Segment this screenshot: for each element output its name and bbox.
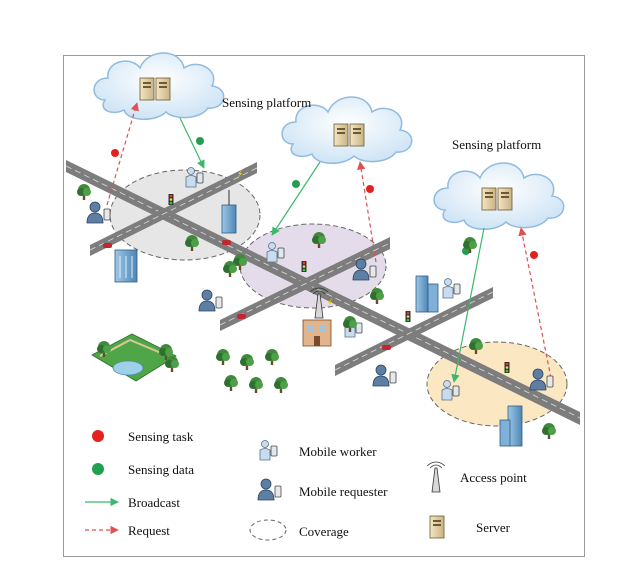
legend-access-point-label: Access point	[460, 470, 527, 485]
traffic-light-icon	[504, 362, 510, 373]
legend-server-label: Server	[476, 520, 510, 535]
mobile-worker-icon	[442, 278, 461, 299]
wireless-link-icon	[238, 168, 243, 178]
request-arrow-1	[106, 102, 139, 206]
legend-mobile-requester-label: Mobile requester	[299, 484, 388, 499]
request-arrow-3	[518, 227, 552, 379]
building-icon	[302, 319, 332, 347]
traffic-light-icon	[405, 311, 411, 322]
sensing-task-dot-2	[366, 185, 374, 193]
broadcast-arrow-3	[451, 227, 485, 383]
legend-mobile-worker-icon	[259, 440, 278, 461]
sensing-data-dot-3	[462, 247, 470, 255]
legend-access-point-icon	[426, 461, 446, 493]
sensing-platform-cloud-1	[93, 52, 225, 121]
traffic-light-icon	[168, 194, 174, 205]
mobile-requester-icon	[372, 364, 397, 387]
mobile-requester-icon	[198, 289, 223, 312]
building-icon	[415, 275, 439, 313]
traffic-light-icon	[301, 261, 307, 272]
tree-icon	[542, 423, 556, 439]
legend-sensing-task-label: Sensing task	[128, 429, 194, 444]
platform-label-1: Sensing platform	[222, 95, 312, 110]
tree-icon	[224, 375, 238, 391]
coverage-area-2	[239, 223, 387, 309]
broadcast-arrow-1	[179, 117, 205, 169]
sensing-data-dot-1	[196, 137, 204, 145]
sensing-task-dot-1	[111, 149, 119, 157]
sensing-task-dot-3	[530, 251, 538, 259]
legend-request-label: Request	[128, 523, 170, 538]
sensing-data-dot-2	[292, 180, 300, 188]
building-icon	[221, 190, 237, 234]
request-arrow-2	[357, 161, 377, 263]
broadcast-arrow-2	[271, 161, 321, 236]
legend-broadcast-label: Broadcast	[128, 495, 180, 510]
legend-sensing-data-swatch	[92, 463, 104, 475]
legend	[85, 430, 446, 541]
tree-icon	[274, 377, 288, 393]
tree-icon	[216, 349, 230, 365]
platform-label-2: Sensing platform	[452, 137, 542, 152]
tree-icon	[240, 354, 254, 370]
wireless-link-icon	[328, 297, 333, 307]
building-icon	[499, 405, 523, 447]
legend-coverage-swatch	[249, 519, 287, 541]
legend-mobile-requester-icon	[257, 478, 282, 501]
legend-sensing-task-swatch	[92, 430, 104, 442]
building-icon	[114, 249, 138, 283]
legend-server-icon	[429, 515, 445, 539]
tree-icon	[249, 377, 263, 393]
legend-coverage-label: Coverage	[299, 524, 349, 539]
tree-icon	[265, 349, 279, 365]
park-icon	[91, 333, 179, 382]
legend-sensing-data-label: Sensing data	[128, 462, 195, 477]
legend-mobile-worker-label: Mobile worker	[299, 444, 377, 459]
tree-icon	[77, 184, 91, 200]
sensing-platform-cloud-3	[433, 162, 565, 231]
mobile-requester-icon	[86, 201, 111, 224]
